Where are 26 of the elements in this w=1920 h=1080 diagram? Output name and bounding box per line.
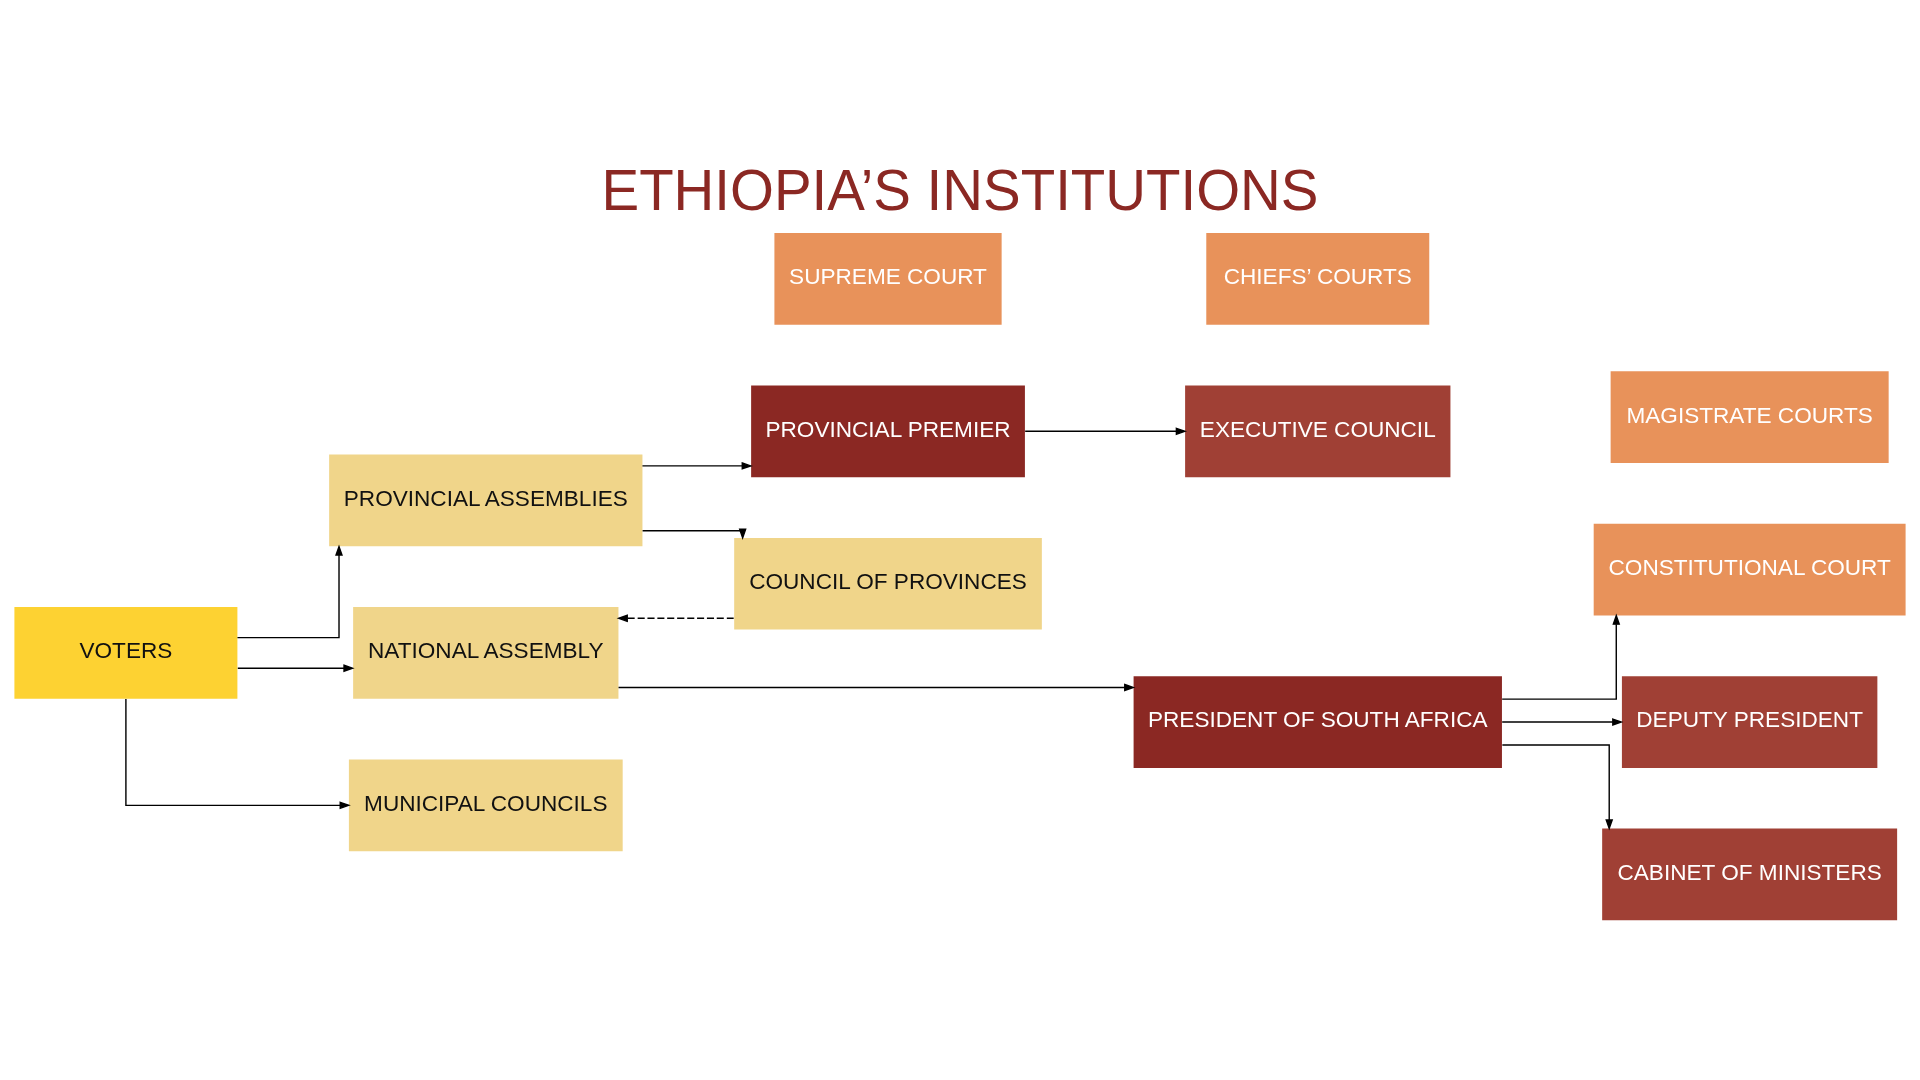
arrow <box>616 614 735 623</box>
node-box: SUPREME COURT <box>774 233 1002 325</box>
node-box: EXECUTIVE COUNCIL <box>1185 385 1451 478</box>
arrow <box>237 664 355 673</box>
node-box: MAGISTRATE COURTS <box>1610 371 1889 464</box>
node-box: COUNCIL OF PROVINCES <box>734 537 1042 630</box>
node-box: CONSTITUTIONAL COURT <box>1593 523 1906 616</box>
node-box: PROVINCIAL PREMIER <box>751 385 1025 478</box>
node-box: MUNICIPAL COUNCILS <box>348 759 623 852</box>
arrow <box>641 528 747 540</box>
node-box: CABINET OF MINISTERS <box>1602 828 1898 921</box>
node-box: DEPUTY PRESIDENT <box>1621 676 1878 768</box>
arrow <box>641 461 753 470</box>
node-box: CHIEFS’ COURTS <box>1206 233 1430 325</box>
arrow <box>1501 744 1614 831</box>
node-box: VOTERS <box>14 607 238 699</box>
arrow <box>1501 613 1621 700</box>
node-box: PRESIDENT OF SOUTH AFRICA <box>1133 676 1502 768</box>
arrow <box>1024 427 1187 436</box>
arrow <box>236 544 343 639</box>
arrow <box>617 683 1136 692</box>
diagram-title: ETHIOPIA’S INSTITUTIONS <box>601 159 1319 223</box>
arrow <box>1501 718 1624 727</box>
arrow <box>125 698 351 810</box>
node-box: NATIONAL ASSEMBLY <box>353 607 619 699</box>
node-box: PROVINCIAL ASSEMBLIES <box>329 454 643 547</box>
